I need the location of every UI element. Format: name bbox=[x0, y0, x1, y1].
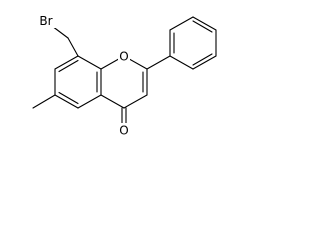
ring-oxygen-label: O bbox=[119, 50, 128, 64]
carbonyl-oxygen-label: O bbox=[119, 124, 128, 138]
bond-ph-c4-c5 bbox=[192, 16, 217, 31]
bond-c5-c6 bbox=[54, 94, 79, 109]
bond-ph-c1-c2 bbox=[169, 55, 194, 70]
atom-carbonyl-oxygen: O bbox=[118, 123, 130, 138]
benzo-ring bbox=[54, 55, 102, 109]
bond-c3-c4 bbox=[123, 94, 148, 109]
pyranone-ring bbox=[100, 55, 148, 109]
bond-c4-c4a bbox=[100, 94, 125, 109]
bond-c8-ch2 bbox=[67, 37, 79, 57]
bond-c7-c8 bbox=[54, 55, 79, 70]
bond-c6-methyl bbox=[32, 94, 56, 109]
double-bond-c5-c6 bbox=[58, 91, 79, 105]
double-bond-ph-b bbox=[192, 20, 213, 33]
double-bond-c7-c8 bbox=[58, 59, 79, 73]
carbonyl-group bbox=[121, 107, 127, 126]
atom-bromine: Br bbox=[36, 13, 56, 28]
double-bond-ph-c bbox=[192, 53, 213, 66]
bond-c4a-c5 bbox=[77, 94, 102, 109]
bond-c2-phenyl bbox=[146, 55, 171, 70]
chemical-structure: Br O O bbox=[32, 13, 217, 138]
bond-ph-c2-c3 bbox=[192, 55, 217, 70]
bromomethyl-group bbox=[51, 25, 79, 57]
bond-ph-c5-c6 bbox=[169, 16, 194, 31]
bromine-label: Br bbox=[39, 14, 52, 28]
atom-ring-oxygen: O bbox=[118, 49, 130, 64]
bond-c8-c8a bbox=[77, 55, 102, 70]
phenyl-ring bbox=[146, 16, 217, 70]
